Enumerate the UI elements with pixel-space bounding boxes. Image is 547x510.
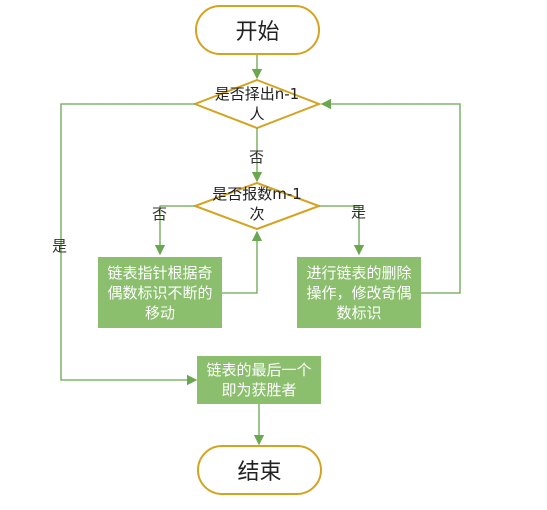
process-pointer-move: 链表指针根据奇偶数标识不断的移动 xyxy=(98,257,222,328)
no-label-1: 否 xyxy=(249,148,265,166)
process-pointer-move-text: 链表指针根据奇偶数标识不断的移动 xyxy=(107,263,213,322)
decision1-label: 是否择出n-1人 xyxy=(214,85,300,123)
yes-label-left: 是 xyxy=(52,237,68,255)
decision2-shape xyxy=(192,181,322,231)
end-label: 结束 xyxy=(237,460,282,485)
decision2-label: 是否报数m-1次 xyxy=(212,185,302,223)
process-winner: 链表的最后一个即为获胜者 xyxy=(197,356,321,404)
process-winner-text: 链表的最后一个即为获胜者 xyxy=(206,361,312,399)
start-label: 开始 xyxy=(235,20,280,45)
end-terminal: 结束 xyxy=(197,445,322,495)
no-label-2: 否 xyxy=(152,205,168,223)
process-delete-node: 进行链表的删除操作，修改奇偶数标识 xyxy=(297,257,421,328)
process-delete-node-text: 进行链表的删除操作，修改奇偶数标识 xyxy=(306,263,412,322)
yes-label-right: 是 xyxy=(351,203,367,221)
start-terminal: 开始 xyxy=(195,5,320,55)
